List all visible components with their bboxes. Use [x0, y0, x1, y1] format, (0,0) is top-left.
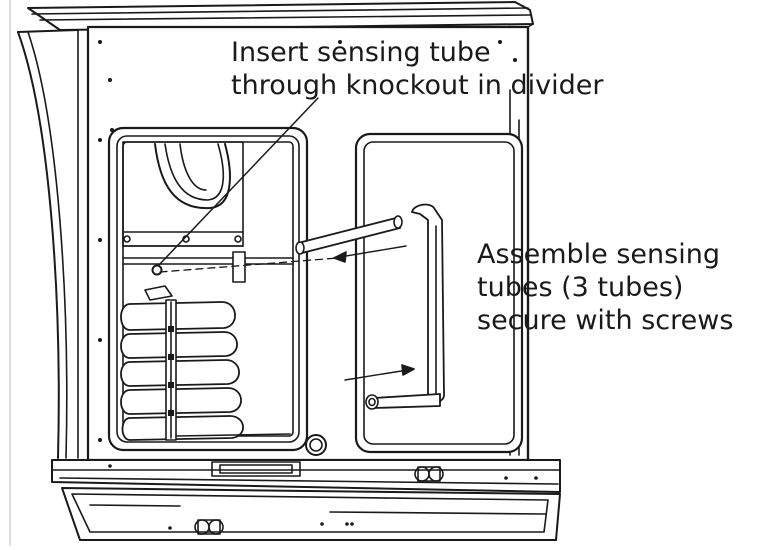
divider [123, 252, 293, 282]
callout-assemble-tubes-line1: Assemble sensing [477, 239, 720, 270]
base-rail-handle [415, 467, 443, 481]
callout-insert-tube-line2: through knockout in divider [231, 70, 604, 101]
coil-stack [121, 286, 243, 440]
top-rail [28, 2, 533, 30]
sensing-tube-lower [366, 394, 440, 409]
sensing-tube-upper [296, 216, 402, 254]
drip-pan-handle [195, 520, 223, 534]
drain-port [306, 435, 326, 455]
coil-clips [168, 326, 174, 416]
drip-pan [62, 488, 560, 540]
tube-route [160, 258, 338, 272]
callout-assemble-tubes-line3: secure with screws [477, 305, 734, 336]
rail-dots [108, 464, 538, 530]
side-panel [18, 30, 88, 458]
callout-insert-tube: Insert sensing tube through knockout in … [231, 36, 603, 102]
leader-line [158, 98, 318, 266]
base-rail [52, 460, 560, 492]
arrows [334, 246, 414, 380]
upper-compartment [123, 142, 243, 246]
callout-insert-tube-line1: Insert sensing tube [231, 37, 491, 68]
opening-base [176, 434, 290, 436]
knockout [153, 266, 162, 275]
callout-assemble-tubes: Assemble sensing tubes (3 tubes) secure … [477, 238, 733, 337]
callout-assemble-tubes-line2: tubes (3 tubes) [477, 272, 684, 303]
